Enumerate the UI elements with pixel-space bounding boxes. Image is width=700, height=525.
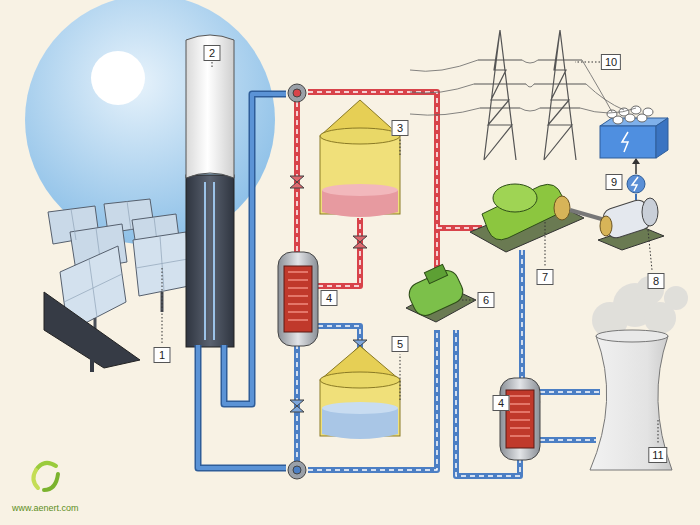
callout-number: 4 bbox=[321, 290, 338, 306]
callout-number: 4 bbox=[493, 395, 510, 411]
callout-number: 9 bbox=[606, 174, 623, 190]
callout-number: 11 bbox=[648, 447, 667, 463]
callout-number: 8 bbox=[648, 273, 665, 289]
callout-number: 5 bbox=[392, 336, 409, 352]
callout-number: 6 bbox=[478, 292, 495, 308]
callout-number: 1 bbox=[154, 347, 171, 363]
callout-number: 10 bbox=[601, 54, 621, 70]
callout-number: 3 bbox=[392, 120, 409, 136]
watermark: www.aenert.com bbox=[12, 503, 79, 514]
callout-number: 7 bbox=[537, 269, 554, 285]
callout-number: 2 bbox=[204, 45, 221, 61]
